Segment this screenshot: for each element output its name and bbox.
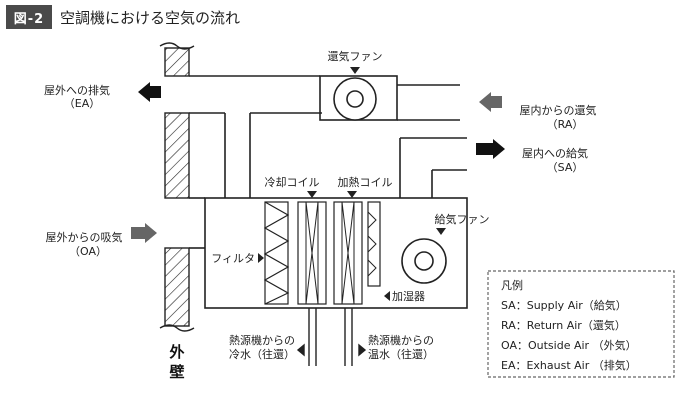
- legend-title: 凡例: [501, 278, 523, 292]
- chilled-water-label-1: 熱源機からの: [229, 333, 295, 347]
- filter: [258, 201, 290, 305]
- wall-label-2: 壁: [169, 363, 184, 381]
- outside-air-label-2: （OA）: [69, 245, 107, 258]
- humidifier: [367, 201, 390, 301]
- heating-coil: [333, 191, 363, 305]
- return-air-arrow: [479, 92, 502, 112]
- supply-fan: [401, 228, 447, 284]
- exhaust-return-duct: [189, 75, 460, 198]
- return-air-label-2: （RA）: [547, 118, 584, 131]
- legend-item-sa: SA：Supply Air（給気）: [501, 298, 627, 312]
- legend-item-oa: OA：Outside Air （外気）: [501, 338, 637, 352]
- outside-air-label-1: 屋外からの吸気: [46, 230, 123, 244]
- supply-fan-label: 給気ファン: [435, 212, 490, 226]
- figure-number-badge: 図-2: [6, 5, 52, 29]
- legend: 凡例 SA：Supply Air（給気） RA：Return Air（還気） O…: [487, 270, 675, 378]
- outside-air-duct: [189, 197, 205, 249]
- return-air-label-1: 屋内からの還気: [520, 103, 597, 117]
- hot-water-label-1: 熱源機からの: [368, 333, 434, 347]
- filter-label: フィルタ: [211, 252, 255, 265]
- wall-label-1: 外: [168, 343, 184, 361]
- supply-air-label-1: 屋内への給気: [522, 146, 588, 160]
- heating-coil-label: 加熱コイル: [338, 176, 393, 189]
- cooling-coil-label: 冷却コイル: [265, 176, 320, 189]
- exhaust-arrow: [138, 82, 161, 102]
- cooling-coil: [297, 191, 327, 305]
- legend-item-ra: RA：Return Air（還気）: [501, 318, 626, 332]
- hot-water-label-2: 温水（往還）: [368, 347, 434, 361]
- return-fan-label: 還気ファン: [328, 49, 383, 63]
- chilled-water-label-2: 冷水（往還）: [229, 347, 295, 361]
- legend-item-ea: EA：Exhaust Air （排気）: [501, 358, 637, 372]
- supply-air-label-2: （SA）: [547, 161, 584, 174]
- return-fan: [333, 67, 377, 121]
- figure-title: 空調機における空気の流れ: [60, 9, 241, 27]
- exhaust-label-2: （EA）: [64, 97, 100, 110]
- exhaust-label-1: 屋外への排気: [44, 83, 110, 97]
- humidifier-label: 加湿器: [392, 290, 425, 303]
- supply-air-arrow: [476, 139, 505, 159]
- water-pipes: [296, 308, 367, 366]
- exterior-wall: [159, 42, 195, 332]
- outside-air-arrow: [131, 223, 157, 243]
